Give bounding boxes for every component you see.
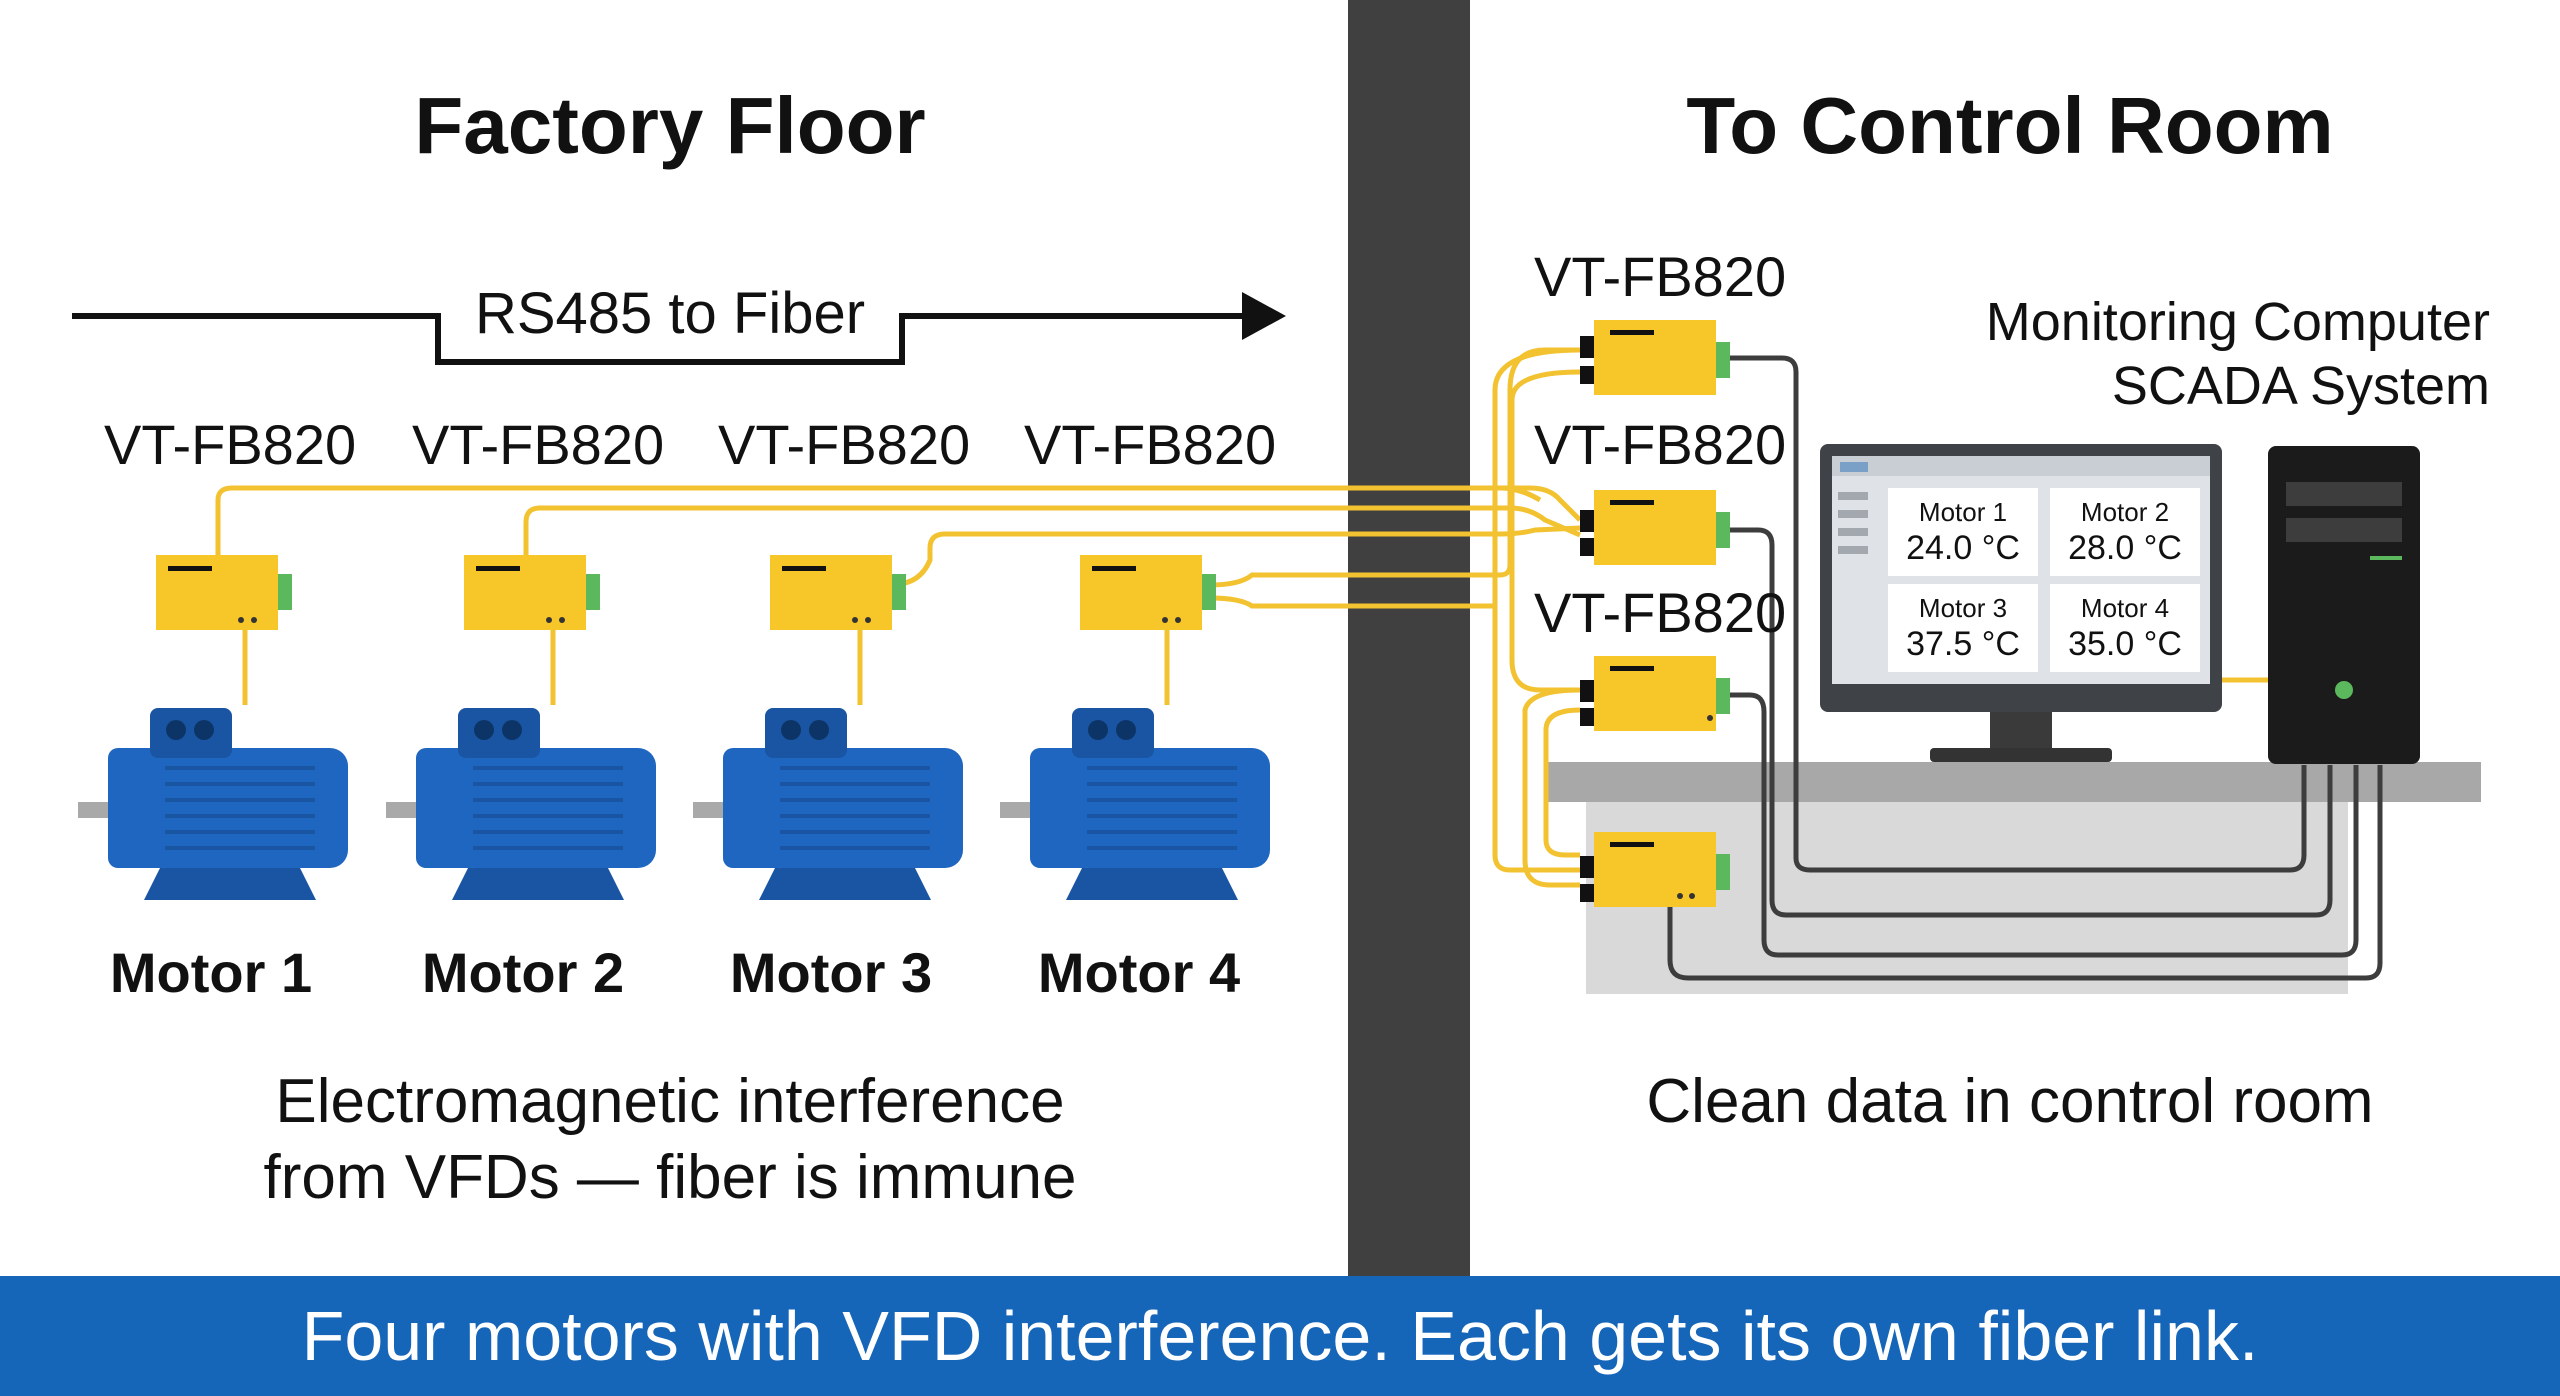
interference-caption-line1: Electromagnetic interference: [275, 1067, 1065, 1136]
motor-assemblies: [78, 555, 1270, 900]
monitor-tile-3-temp: 37.5 °C: [1906, 625, 2020, 663]
device-label-r2: VT-FB820: [1534, 413, 1787, 476]
converter-r3: [1580, 656, 1730, 731]
copper-cables: [1667, 355, 2383, 981]
wall-divider: [1348, 0, 1470, 1276]
device-label-r3: VT-FB820: [1534, 581, 1787, 644]
monitor-tile-2: Motor 2 28.0 °C: [2050, 496, 2200, 568]
motor-label-4: Motor 4: [1037, 941, 1241, 1004]
device-label-m1: VT-FB820: [104, 413, 357, 476]
computer-label-line2: SCADA System: [2111, 356, 2490, 416]
monitor: [1820, 444, 2222, 762]
device-label-m2: VT-FB820: [412, 413, 665, 476]
summary-banner-text: Four motors with VFD interference. Each …: [301, 1297, 2259, 1375]
computer-label-line1: Monitoring Computer: [1985, 292, 2490, 352]
monitor-tile-4-name: Motor 4: [2080, 593, 2170, 623]
monitor-tile-1-name: Motor 1: [1918, 497, 2008, 527]
monitor-tile-4: Motor 4 35.0 °C: [2050, 592, 2200, 664]
diagram-graphics: [72, 292, 2481, 994]
computer-tower: [2268, 446, 2420, 764]
monitor-tile-3: Motor 3 37.5 °C: [1888, 592, 2038, 664]
motor-2: [386, 555, 656, 900]
rs485-arrow: [72, 292, 1286, 365]
motor-label-3: Motor 3: [729, 941, 933, 1004]
motor-label-2: Motor 2: [421, 941, 625, 1004]
device-label-r1: VT-FB820: [1534, 245, 1787, 308]
motor-3: [693, 555, 963, 900]
summary-banner: Four motors with VFD interference. Each …: [0, 1276, 2560, 1396]
interference-caption: Electromagnetic interference from VFDs —…: [170, 1064, 1170, 1216]
device-label-m3: VT-FB820: [718, 413, 971, 476]
monitor-tile-1: Motor 1 24.0 °C: [1888, 496, 2038, 568]
control-room-title: To Control Room: [1686, 81, 2334, 170]
motor-label-1: Motor 1: [109, 941, 313, 1004]
motor-1: [78, 555, 348, 900]
computer-label: Monitoring Computer SCADA System: [1900, 290, 2490, 418]
monitor-tile-2-temp: 28.0 °C: [2068, 529, 2182, 567]
motor-4: [1000, 555, 1270, 900]
control-room-caption: Clean data in control room: [1646, 1067, 2374, 1136]
interference-caption-line2: from VFDs — fiber is immune: [263, 1143, 1077, 1212]
converter-r1: [1580, 320, 1730, 395]
rs485-arrow-label: RS485 to Fiber: [474, 281, 866, 346]
device-label-m4: VT-FB820: [1024, 413, 1277, 476]
monitor-tile-1-temp: 24.0 °C: [1906, 529, 2020, 567]
factory-floor-title: Factory Floor: [414, 81, 926, 170]
monitor-tile-2-name: Motor 2: [2080, 497, 2170, 527]
fiber-cables: [215, 347, 2268, 888]
converter-r2: [1580, 490, 1730, 565]
monitor-tile-3-name: Motor 3: [1918, 593, 2008, 623]
monitor-tile-4-temp: 35.0 °C: [2068, 625, 2182, 663]
converter-r4: [1580, 832, 1730, 907]
control-room-converters: [1580, 320, 1730, 907]
